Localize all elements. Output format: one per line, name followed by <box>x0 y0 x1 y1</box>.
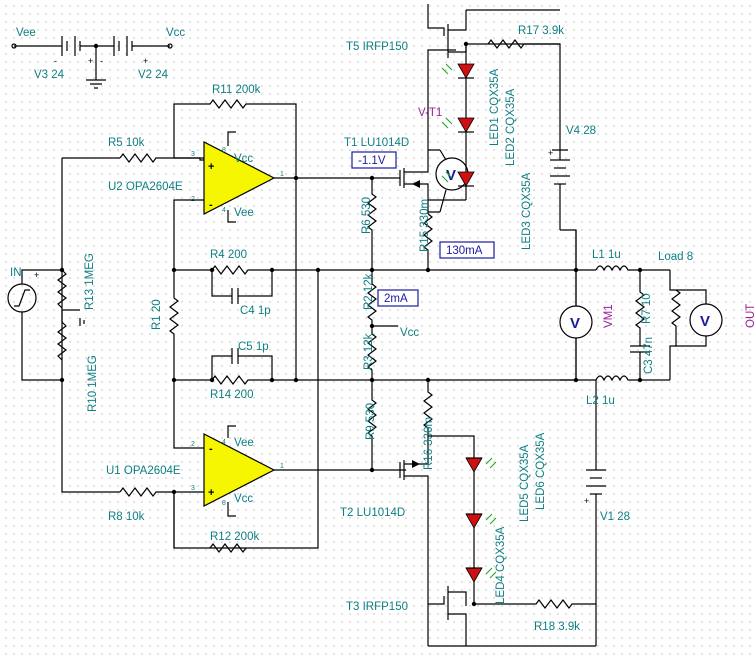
opamp-u2 <box>203 141 276 215</box>
t3-label: T3 IRFP150 <box>346 601 408 613</box>
supply-batteries <box>11 36 173 89</box>
r3-label: R3 12k <box>363 333 375 370</box>
r16-label: R16 330m <box>423 417 435 470</box>
u2-minus-input: - <box>209 199 213 211</box>
v2-minus-sign: - <box>100 56 103 66</box>
led4-label: LED4 CQX35A <box>495 526 507 604</box>
u2-vee-label: Vee <box>234 207 254 219</box>
v1-label: V1 28 <box>600 511 630 523</box>
led-string-lower <box>428 435 497 604</box>
r4-label: R4 200 <box>210 249 247 261</box>
r17-label: R17 3.9k <box>518 25 564 37</box>
v3-plus-sign: + <box>88 56 93 66</box>
v1-plus-sign: + <box>584 496 589 506</box>
vm1-label: VM1 <box>603 304 615 328</box>
current-2ma-value: 2mA <box>384 293 408 305</box>
u2-pin8: 8 <box>222 147 226 154</box>
vt1-meter-label: V-T1 <box>418 107 442 119</box>
t1-label: T1 LU1014D <box>344 137 409 149</box>
current-130ma-value: 130mA <box>446 245 483 257</box>
divider-vcc-label: Vcc <box>400 327 419 339</box>
led5-label: LED5 CQX35A <box>519 444 531 522</box>
v2-label: V2 24 <box>138 69 169 81</box>
input-plus-sign: + <box>34 270 39 280</box>
u2-label: U2 OPA2604E <box>108 181 183 193</box>
r12-label: R12 200k <box>210 531 259 543</box>
l1-label: L1 1u <box>592 249 621 261</box>
led6-label: LED6 CQX35A <box>535 432 547 510</box>
v4-plus-sign: + <box>548 148 553 158</box>
r14-label: R14 200 <box>210 389 253 401</box>
vt1-voltmeter-symbol: V <box>446 167 456 184</box>
current-2ma-box <box>377 289 419 307</box>
r9-label: R9 530 <box>365 403 377 440</box>
l2-label: L2 1u <box>586 395 615 407</box>
u1-minus-input: - <box>209 443 213 455</box>
u2-pin4: 4 <box>222 207 226 214</box>
r10-label: R10 1MEG <box>87 355 99 412</box>
r7-label: R7 10 <box>641 293 653 324</box>
u1-plus-input: + <box>208 487 214 499</box>
u1-vee-label: Vee <box>234 437 254 449</box>
r15-label: R15 330m <box>419 199 431 252</box>
u2-vcc-label: Vcc <box>234 153 253 165</box>
load-label: Load 8 <box>658 251 693 263</box>
out-voltmeter <box>689 303 723 337</box>
c4-label: C4 1p <box>240 305 271 317</box>
r6-label: R6 530 <box>361 197 373 234</box>
u1-label: U1 OPA2604E <box>106 465 181 477</box>
u1-vcc-label: Vcc <box>234 493 253 505</box>
r13-label: R13 1MEG <box>84 253 96 310</box>
r1-label: R1 20 <box>151 299 163 330</box>
u2-plus-input: + <box>208 161 214 173</box>
u2-pin1: 1 <box>280 171 284 178</box>
v3-minus-sign: - <box>54 56 57 66</box>
vee-terminal-label: Vee <box>16 27 36 39</box>
r2-label: R2 12k <box>363 273 375 310</box>
u1-pin8: 8 <box>222 500 226 507</box>
v3-label: V3 24 <box>34 69 65 81</box>
led3-label: LED3 CQX35A <box>521 172 533 250</box>
opamp-u1 <box>203 433 276 507</box>
input-label: IN <box>10 267 22 279</box>
t5-label: T5 IRFP150 <box>346 41 408 53</box>
current-130ma-box <box>439 241 495 259</box>
r5-label: R5 10k <box>108 137 145 149</box>
c3-label: C3 47n <box>643 337 655 374</box>
v2-plus-sign: + <box>143 56 148 66</box>
r8-label: R8 10k <box>108 511 145 523</box>
u1-pin4: 4 <box>222 439 226 446</box>
input-source <box>7 269 62 381</box>
v4-label: V4 28 <box>566 125 596 137</box>
out-label: OUT <box>745 304 754 328</box>
r11-label: R11 200k <box>212 84 261 96</box>
out-voltmeter-symbol: V <box>700 313 710 330</box>
t2-label: T2 LU1014D <box>340 507 405 519</box>
led-string-upper <box>428 44 475 201</box>
u1-pin2: 2 <box>191 441 195 448</box>
vt1-readout-value: -1.1V <box>358 155 386 167</box>
c5-label: C5 1p <box>238 341 269 353</box>
r18-label: R18 3.9k <box>534 621 580 633</box>
vm1-voltmeter-symbol: V <box>570 315 580 332</box>
u2-pin3: 3 <box>191 151 195 158</box>
led2-label: LED2 CQX35A <box>505 88 517 166</box>
led1-label: LED1 CQX35A <box>489 68 501 146</box>
u1-pin1: 1 <box>280 463 284 470</box>
vcc-terminal-label: Vcc <box>166 27 185 39</box>
vt1-readout-box <box>351 151 397 169</box>
u1-pin3: 3 <box>191 485 195 492</box>
